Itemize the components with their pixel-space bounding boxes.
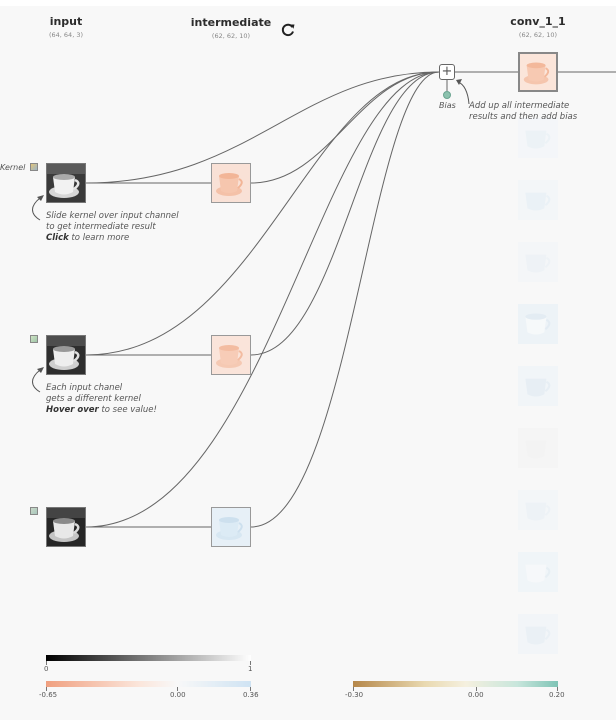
output-node[interactable]	[518, 304, 558, 344]
output-node[interactable]	[518, 180, 558, 220]
grayscale-max-label: 1	[248, 665, 253, 673]
conv-title: conv_1_1	[510, 15, 566, 28]
output-node[interactable]	[518, 118, 558, 158]
intermediate-title: intermediate	[190, 16, 272, 29]
input-title: input	[49, 15, 83, 28]
intermediate-node[interactable]	[211, 163, 251, 203]
intermediate-shape: (62, 62, 10)	[211, 32, 251, 40]
intermediate-node[interactable]	[211, 507, 251, 547]
intermediate-min-label: -0.65	[39, 691, 58, 699]
output-max-label: 0.20	[549, 691, 565, 699]
scale-tick	[46, 661, 47, 665]
reload-icon[interactable]	[280, 22, 296, 38]
intermediate-node[interactable]	[211, 335, 251, 375]
output-node[interactable]	[518, 428, 558, 468]
scale-tick	[353, 687, 354, 691]
output-node[interactable]	[518, 366, 558, 406]
intermediate-max-label: 0.36	[243, 691, 259, 699]
output-node[interactable]	[518, 614, 558, 654]
scale-tick	[46, 687, 47, 691]
output-min-label: -0.30	[345, 691, 364, 699]
input-channel-node[interactable]	[46, 507, 86, 547]
output-mid-label: 0.00	[468, 691, 484, 699]
output-scale-bar	[353, 681, 558, 687]
intermediate-scale-bar	[46, 681, 251, 687]
kernel-icon[interactable]	[30, 335, 38, 343]
scale-tick	[476, 687, 477, 691]
slide-annotation: Slide kernel over input channel to get i…	[46, 211, 179, 243]
output-node[interactable]	[518, 490, 558, 530]
curved-arrow-icon	[32, 197, 41, 221]
input-channel-node[interactable]	[46, 335, 86, 375]
scale-tick	[177, 687, 178, 691]
top-band	[0, 0, 616, 6]
kernel-label: Kernel	[0, 163, 26, 172]
bias-dot[interactable]	[443, 91, 451, 99]
output-node[interactable]	[518, 242, 558, 282]
input-shape: (64, 64, 3)	[48, 31, 83, 39]
scale-tick	[250, 661, 251, 665]
bias-label: Bias	[439, 101, 456, 110]
kernel-icon[interactable]	[30, 507, 38, 515]
grayscale-min-label: 0	[44, 665, 49, 673]
kernel-icon[interactable]	[30, 163, 38, 171]
grayscale-scale-bar	[46, 655, 251, 661]
scale-tick	[250, 687, 251, 691]
output-node-selected[interactable]	[518, 52, 558, 92]
output-node[interactable]	[518, 552, 558, 592]
intermediate-mid-label: 0.00	[170, 691, 186, 699]
each-kernel-annotation: Each input chanel gets a different kerne…	[46, 383, 157, 415]
addup-annotation: Add up all intermediate results and then…	[469, 101, 578, 122]
conv-shape: (62, 62, 10)	[518, 31, 558, 39]
plus-icon[interactable]: +	[439, 64, 455, 80]
scale-tick	[557, 687, 558, 691]
input-channel-node[interactable]	[46, 163, 86, 203]
